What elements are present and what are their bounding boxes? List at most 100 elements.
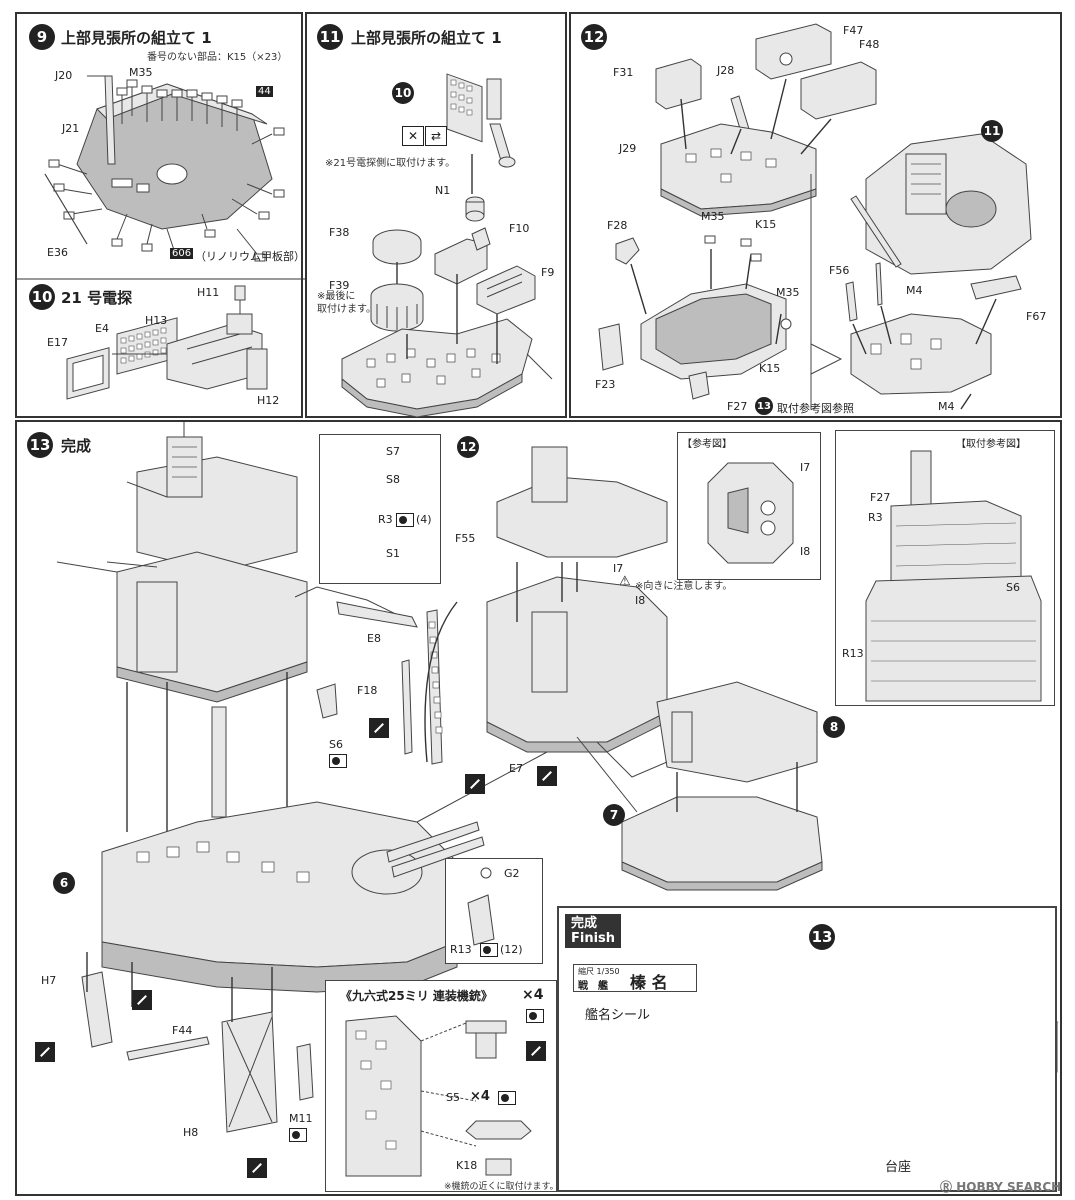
step12-ref-11: 11 (981, 120, 1003, 142)
ship-scale: 縮尺 1/350 (578, 967, 620, 976)
mount-reference-box: 【取付参考図】 F27 R3 S6 R13 (835, 430, 1055, 706)
label-i7: I7 (613, 562, 624, 575)
step10-title: 21 号電探 (61, 289, 133, 307)
label-f9: F9 (541, 266, 555, 279)
label-n1: N1 (435, 184, 451, 197)
part-606: 606 (170, 248, 194, 259)
step9-note: 番号のない部品：K15（×23） (147, 52, 288, 63)
label-s5: S5 (446, 1091, 460, 1104)
step12-number: 12 (581, 24, 607, 50)
label-r3-count: (4) (416, 513, 432, 526)
label-h11: H11 (197, 286, 220, 299)
label-f27: F27 (727, 400, 748, 413)
part-44: 44 (256, 86, 273, 97)
reference-figure-drawing (707, 462, 794, 564)
step9-number: 9 (29, 24, 55, 50)
aa-gun-title: 《九六式25ミリ 連装機銃》 (340, 989, 493, 1003)
aa-gun-x4: ×4 (522, 987, 544, 1003)
ship-kind: 戦 艦 (578, 981, 608, 992)
reference-figure-box: 【参考図】 I7 I8 (677, 432, 821, 580)
step12-ref-13: 13 (755, 397, 773, 415)
finish-header-jp: 完成 (571, 916, 598, 931)
step13-ref-8: 8 (823, 716, 845, 738)
paint-icon (289, 1128, 307, 1142)
step11-ref-10: 10 (392, 82, 414, 104)
label-j29: J29 (619, 142, 637, 155)
caution-icon: ⚠ (619, 574, 631, 589)
brush-icon (369, 718, 389, 738)
step13-number: 13 (27, 432, 53, 458)
step11-note-radar: ※21号電探側に取付けます。 (325, 158, 456, 169)
label-m35: M35 (129, 66, 153, 79)
watermark-text: HOBBY SEARCH (956, 1180, 1062, 1194)
label-f39: F39 (329, 279, 350, 292)
mount-reference-drawing (865, 450, 1042, 702)
brush-icon (247, 1158, 267, 1178)
finish-box: 完成 Finish 13 縮尺 1/350 戦 艦 榛 名 艦名シール 台座 (557, 906, 1057, 1192)
label-k15-a: K15 (755, 218, 777, 231)
watermark-logo-icon: Ⓡ (940, 1180, 953, 1194)
label-m35-b: M35 (776, 286, 800, 299)
step13-caution: ※向きに注意します。 (635, 581, 733, 592)
step13-title: 完成 (61, 437, 92, 455)
label-j21: J21 (62, 122, 80, 135)
step11-title: 上部見張所の組立て 1 (351, 29, 502, 47)
aa-gun-note: ※機銃の近くに取付けます。 (444, 1182, 559, 1192)
label-e7: E7 (509, 762, 523, 775)
label-r13-count: (12) (500, 943, 523, 956)
label-j20: J20 (55, 69, 73, 82)
label-h13: H13 (145, 314, 168, 327)
label-e36: E36 (47, 246, 68, 259)
step13-ref-6: 6 (53, 872, 75, 894)
s-parts-box: S7 S8 R3 (4) S1 (319, 434, 441, 584)
label-s1: S1 (386, 547, 400, 560)
mount-reference-title: 【取付参考図】 (956, 439, 1026, 450)
mount-label-r13: R13 (842, 647, 864, 660)
step11-panel: 11 上部見張所の組立て 1 10 ✕ ⇄ ※21号電探側に取付けます。 N1 … (305, 12, 567, 418)
label-m4-b: M4 (938, 400, 955, 413)
label-f10: F10 (509, 222, 530, 235)
label-j28: J28 (717, 64, 735, 77)
label-f55: F55 (455, 532, 476, 545)
brush-icon (537, 766, 557, 786)
label-m35-a: M35 (701, 210, 725, 223)
watermark: Ⓡ HOBBY SEARCH (940, 1178, 1061, 1195)
label-f31: F31 (613, 66, 634, 79)
stand-label: 台座 (885, 1160, 912, 1175)
label-h8: H8 (183, 1126, 199, 1139)
step9-title: 上部見張所の組立て 1 (61, 29, 212, 47)
label-m11: M11 (289, 1112, 313, 1125)
step12-illustration (598, 23, 1032, 410)
step13-ref-12: 12 (457, 436, 479, 458)
paint-icon (329, 754, 347, 768)
label-m4-a: M4 (906, 284, 923, 297)
paint-icon (480, 943, 498, 957)
label-linoleum: （リノリウム甲板部） (195, 250, 305, 263)
aa-gun-drawing (345, 1015, 532, 1177)
reference-figure-title: 【参考図】 (682, 439, 732, 450)
label-f23: F23 (595, 378, 616, 391)
mount-label-f27: F27 (870, 491, 891, 504)
finish-header: 完成 Finish (565, 914, 622, 948)
label-f48: F48 (859, 38, 880, 51)
label-f56: F56 (829, 264, 850, 277)
label-g2: G2 (504, 867, 520, 880)
label-f44: F44 (172, 1024, 193, 1037)
reference-label-i7: I7 (800, 461, 811, 474)
ship-name: 榛 名 (630, 973, 668, 992)
label-h7: H7 (41, 974, 57, 987)
label-i8: I8 (635, 594, 646, 607)
paint-icon (526, 1009, 544, 1023)
label-r13: R13 (450, 943, 472, 956)
mount-label-r3: R3 (868, 511, 883, 524)
swap-icon: ⇄ (425, 126, 447, 146)
g2-r13-box: G2 R13 (12) (445, 858, 543, 964)
step13-ref-7: 7 (603, 804, 625, 826)
brush-icon (132, 990, 152, 1010)
label-s7: S7 (386, 445, 400, 458)
cement-icon: ✕ (402, 126, 424, 146)
step12-ref-note: 取付参考図参照 (777, 402, 854, 415)
brush-icon (465, 774, 485, 794)
paint-icon (396, 513, 414, 527)
label-f47: F47 (843, 24, 864, 37)
